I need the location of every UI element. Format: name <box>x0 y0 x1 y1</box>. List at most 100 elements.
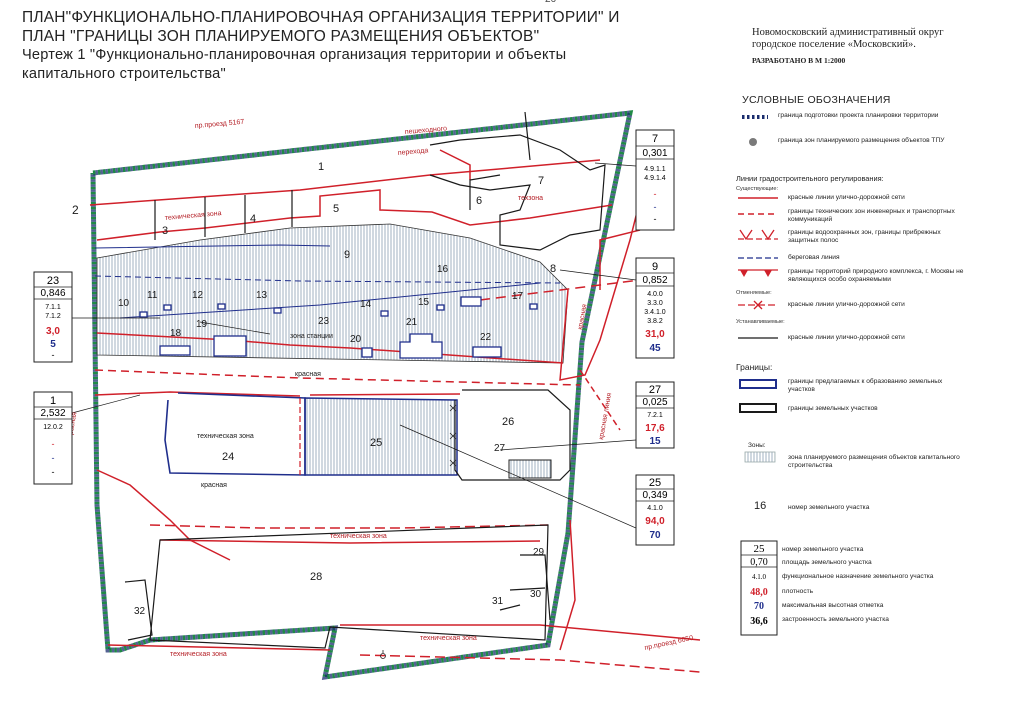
plot-number-14: 14 <box>360 299 372 310</box>
plot-number-13: 13 <box>256 290 268 301</box>
title-line-2: ПЛАН "ГРАНИЦЫ ЗОН ПЛАНИРУЕМОГО РАЗМЕЩЕНИ… <box>22 28 540 45</box>
plot-number-20: 20 <box>350 334 362 345</box>
legend-text-red-cancelled: красные линии улично-дорожной сети <box>788 301 905 308</box>
plot-number-24: 24 <box>222 451 234 463</box>
plot-number-28: 28 <box>310 571 322 583</box>
plot-number-19: 19 <box>196 319 208 330</box>
buildings <box>139 296 538 359</box>
callout-7: 7 0,301 4.9.1.1 4.9.1.4 - - - <box>635 129 675 231</box>
page-number: 26 <box>545 0 556 5</box>
plot-number-27: 27 <box>494 443 506 454</box>
zone-label-tech-5: техническая зона <box>170 651 227 658</box>
legend-symbol-red-lines <box>738 197 778 199</box>
street-label-crossing: перехода <box>398 147 429 157</box>
land-plot-boundaries <box>124 111 606 649</box>
plot-number-1: 1 <box>318 161 324 173</box>
callout-7-height: - <box>654 202 657 212</box>
callout-25: 25 0,349 4.1.0 94,0 70 <box>635 474 675 546</box>
proposed-plot-boundaries <box>164 392 306 476</box>
plot-number-5: 5 <box>333 203 339 215</box>
callout-27-density: 17,6 <box>645 423 665 434</box>
legend-symbol-project-boundary <box>742 115 768 119</box>
legend-cancelled-label: Отменяемые: <box>736 290 772 296</box>
callout-7-func2: 4.9.1.4 <box>644 175 666 182</box>
callout-7-built: - <box>654 214 657 224</box>
callout-9-func1: 4.0.0 <box>647 291 663 298</box>
project-boundary <box>90 110 634 680</box>
plot-number-23: 23 <box>318 316 330 327</box>
callout-23-func2: 7.1.2 <box>45 313 61 320</box>
callout-1-func1: 12.0.2 <box>43 424 63 431</box>
callout-23-num: 23 <box>47 275 59 287</box>
legend-borders-title: Границы: <box>736 362 773 372</box>
plot-number-17: 17 <box>512 291 524 302</box>
sample-area: 0,70 <box>750 557 768 568</box>
callout-1-density: - <box>52 439 55 449</box>
callout-1-height: - <box>52 453 55 463</box>
sample-built: 36,6 <box>750 616 768 627</box>
callout-7-area: 0,301 <box>642 148 667 159</box>
legend-symbol-shore-line <box>738 257 778 259</box>
plot-numbers: 1 2 3 4 5 6 7 8 9 10 11 12 13 14 15 16 1… <box>72 161 556 617</box>
red-lines <box>89 149 701 673</box>
callout-27: 27 0,025 7.2.1 17,6 15 <box>635 381 675 449</box>
blue-lines <box>94 244 561 319</box>
legend: УСЛОВНЫЕ ОБОЗНАЧЕНИЯ граница подготовки … <box>730 88 1030 708</box>
legend-symbol-tpu-boundary <box>749 138 757 146</box>
plot-number-21: 21 <box>406 317 418 328</box>
callout-27-height: 15 <box>649 436 661 447</box>
callout-7-num: 7 <box>652 133 658 145</box>
street-label-pedestrian: пешеходного <box>405 125 448 136</box>
legend-symbol-nature-complex <box>738 269 778 277</box>
leader-lines <box>71 162 637 529</box>
zone-label-tech-2: техническая зона <box>197 433 254 440</box>
callout-9-func2: 3.3.0 <box>647 300 663 307</box>
sample-func-label: функциональное назначение земельного уча… <box>782 573 934 580</box>
district-line-2: городское поселение «Московский». <box>752 39 916 50</box>
plot-number-2: 2 <box>72 203 79 217</box>
callout-27-num: 27 <box>649 384 661 396</box>
legend-text-project-boundary: граница подготовки проекта планировки те… <box>778 112 939 119</box>
sample-func: 4.1.0 <box>752 573 767 581</box>
title-line-4: капитального строительства" <box>22 66 226 82</box>
legend-text-land-plots: границы земельных участков <box>788 405 878 412</box>
title-line-3: Чертеж 1 "Функционально-планировочная ор… <box>22 47 567 63</box>
legend-text-capital-zone: зона планируемого размещения объектов ка… <box>788 454 960 469</box>
plot-number-7: 7 <box>538 175 544 187</box>
sample-density-label: плотность <box>782 588 814 595</box>
legend-text-tech-zones: границы технических зон инженерных и тра… <box>788 208 955 223</box>
legend-text-shore-line: береговая линия <box>788 254 840 261</box>
legend-established-label: Устанавливаемые: <box>736 319 785 325</box>
plot-number-26: 26 <box>502 416 514 428</box>
plot-number-15: 15 <box>418 297 430 308</box>
legend-existing-label: Существующие: <box>736 186 779 192</box>
title-line-1: ПЛАН"ФУНКЦИОНАЛЬНО-ПЛАНИРОВОЧНАЯ ОРГАНИЗ… <box>22 9 620 26</box>
callout-23: 23 0,846 7.1.1 7.1.2 3,0 5 - <box>33 271 73 363</box>
plot-number-10: 10 <box>118 298 130 309</box>
drawing-title: ПЛАН"ФУНКЦИОНАЛЬНО-ПЛАНИРОВОЧНАЯ ОРГАНИЗ… <box>22 8 722 84</box>
legend-text-red-lines: красные линии улично-дорожной сети <box>788 194 905 201</box>
zone-label-tech-4: техническая зона <box>420 635 477 642</box>
cancelled-red-marks <box>449 404 457 467</box>
sample-density: 48,0 <box>750 587 768 598</box>
callout-1-built: - <box>52 467 55 477</box>
legend-symbol-proposed-plots <box>739 379 777 389</box>
legend-text-nature-complex: границы территорий природного комплекса,… <box>788 268 964 283</box>
callout-25-area: 0,349 <box>642 490 667 501</box>
zone-label-vertical-1: красная <box>577 303 588 330</box>
legend-symbol-red-established <box>738 337 778 339</box>
street-label-top: пр.проезд 5167 <box>195 119 245 130</box>
plot-number-18: 18 <box>170 328 182 339</box>
callout-1-num: 1 <box>50 395 56 407</box>
plot-number-16: 16 <box>437 264 449 275</box>
sample-area-label: площадь земельного участка <box>782 559 872 566</box>
callout-23-built: - <box>52 350 55 360</box>
survey-marker <box>380 650 386 659</box>
plot-number-3: 3 <box>162 225 168 237</box>
sample-height-label: максимальная высотная отметка <box>782 602 884 609</box>
legend-sample-callout: 25 0,70 4.1.0 48,0 70 36,6 <box>740 540 778 636</box>
zone-label-tech-1: техническая зона <box>165 210 222 222</box>
sample-height: 70 <box>754 601 764 612</box>
callout-9-func4: 3.8.2 <box>647 318 663 325</box>
sample-num-label: номер земельного участка <box>782 546 864 553</box>
